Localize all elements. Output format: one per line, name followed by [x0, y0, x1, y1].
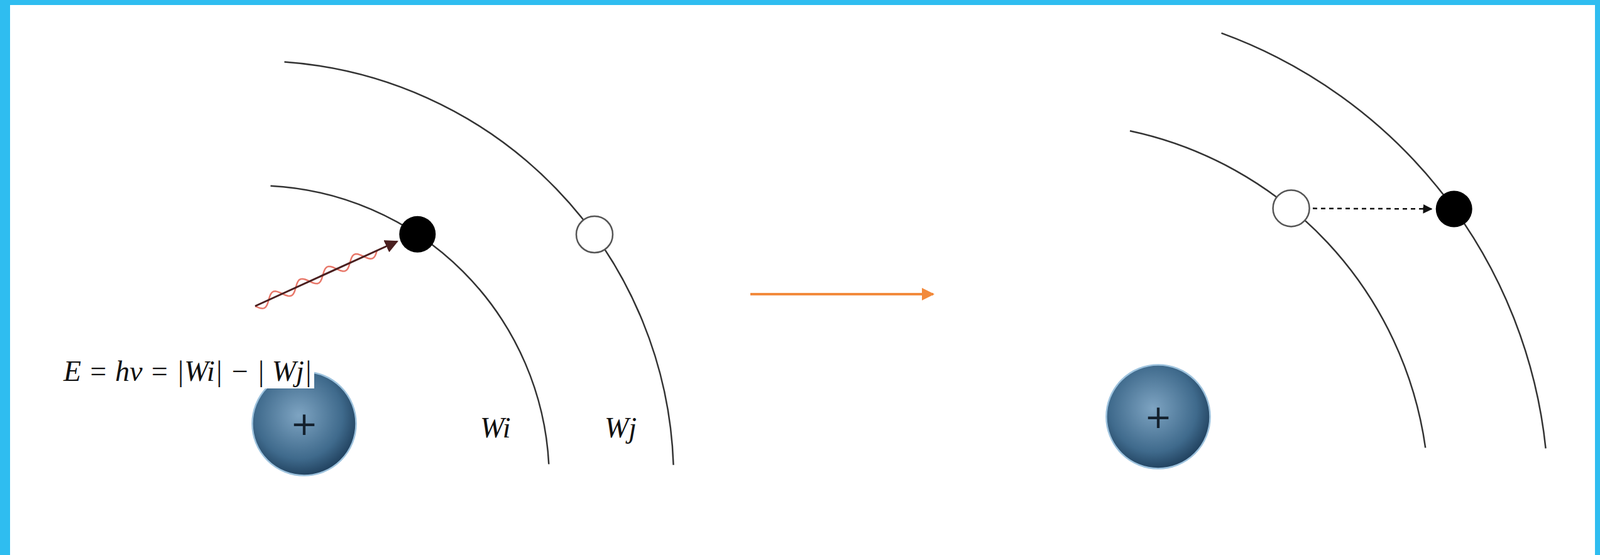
charge-sign: + [290, 407, 318, 440]
empty-electron-site [576, 216, 613, 253]
photon-arrow [255, 241, 398, 307]
transition-arrow [750, 292, 934, 296]
electron [399, 216, 436, 253]
atomic-nucleus: + [1104, 362, 1213, 471]
electron [1435, 191, 1473, 228]
inner-orbit [270, 186, 550, 465]
orbit-energy-label: Wj [604, 411, 637, 445]
orbit-energy-label: Wi [480, 411, 511, 445]
outer-orbit [1221, 33, 1546, 449]
charge-sign: + [1144, 400, 1173, 433]
energy-formula: E = hν = |Wi| − | Wj| [60, 355, 315, 389]
electron-jump-arrow [1312, 207, 1432, 210]
empty-electron-site [1273, 189, 1310, 227]
page-ground [10, 5, 1595, 555]
